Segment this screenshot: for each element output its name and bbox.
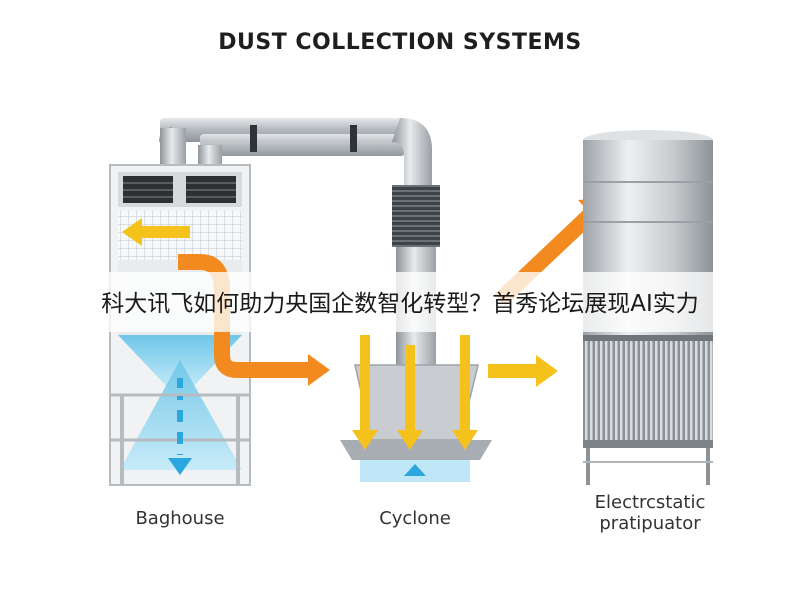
esp-collector-plates [583, 335, 713, 445]
esp-label: Electrcstatic pratipuator [570, 492, 730, 534]
baghouse-unit [109, 164, 251, 486]
baghouse-down-arrow [168, 378, 192, 475]
cyclone-label: Cyclone [379, 508, 451, 529]
cyclone-up-arrow [404, 464, 426, 476]
cyclone-unit [340, 185, 492, 482]
cyclone-down-arrows [352, 335, 478, 450]
baghouse-label: Baghouse [135, 508, 225, 529]
esp-upper-drum [583, 140, 713, 255]
diagram-title: DUST COLLECTION SYSTEMS [218, 30, 582, 55]
cyclone-cone [354, 364, 479, 441]
caption-text: 科大讯飞如何助力央国企数智化转型？首秀论坛展现AI实力 [101, 291, 699, 317]
baghouse-vent-grille [123, 176, 236, 203]
baghouse-left-arrow [122, 218, 190, 246]
esp-label-line2: pratipuator [599, 513, 701, 534]
flow-arrow-to-esp [488, 355, 558, 387]
esp-label-line1: Electrcstatic [594, 492, 706, 513]
cyclone-inlet-coil [392, 185, 440, 247]
caption-banner [0, 272, 800, 332]
